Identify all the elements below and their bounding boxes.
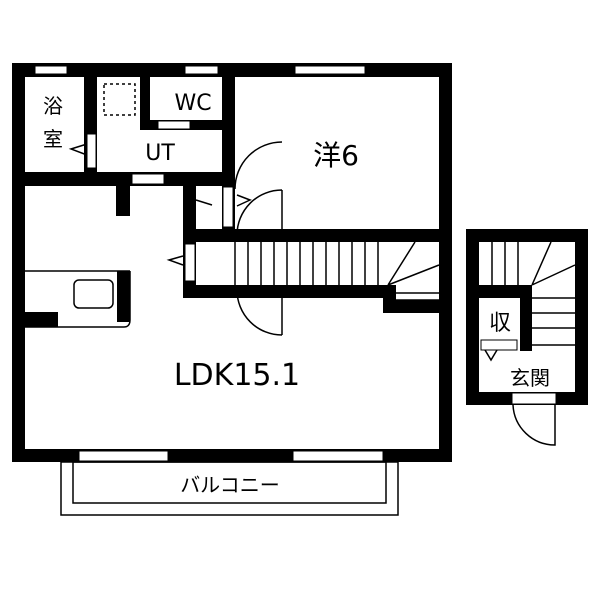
door-swing: [234, 141, 283, 190]
ut-label: UT: [145, 141, 175, 166]
storage-label: 収: [489, 311, 511, 336]
bath-label-1: 浴: [43, 94, 63, 118]
balcony-label: バルコニー: [180, 473, 280, 497]
room-labels: 浴 室 WC UT 洋6 LDK15.1 収 玄関 バルコニー: [43, 91, 550, 497]
sink-icon: [73, 279, 114, 309]
washer-space: [103, 83, 136, 116]
windows-and-doors: [34, 65, 557, 462]
entrance-label: 玄関: [510, 366, 550, 390]
bath-label-2: 室: [43, 127, 63, 151]
wc-label: WC: [174, 91, 211, 116]
fixtures: [25, 83, 576, 516]
ldk-label: LDK15.1: [174, 358, 300, 393]
western-room-label: 洋6: [313, 139, 359, 172]
